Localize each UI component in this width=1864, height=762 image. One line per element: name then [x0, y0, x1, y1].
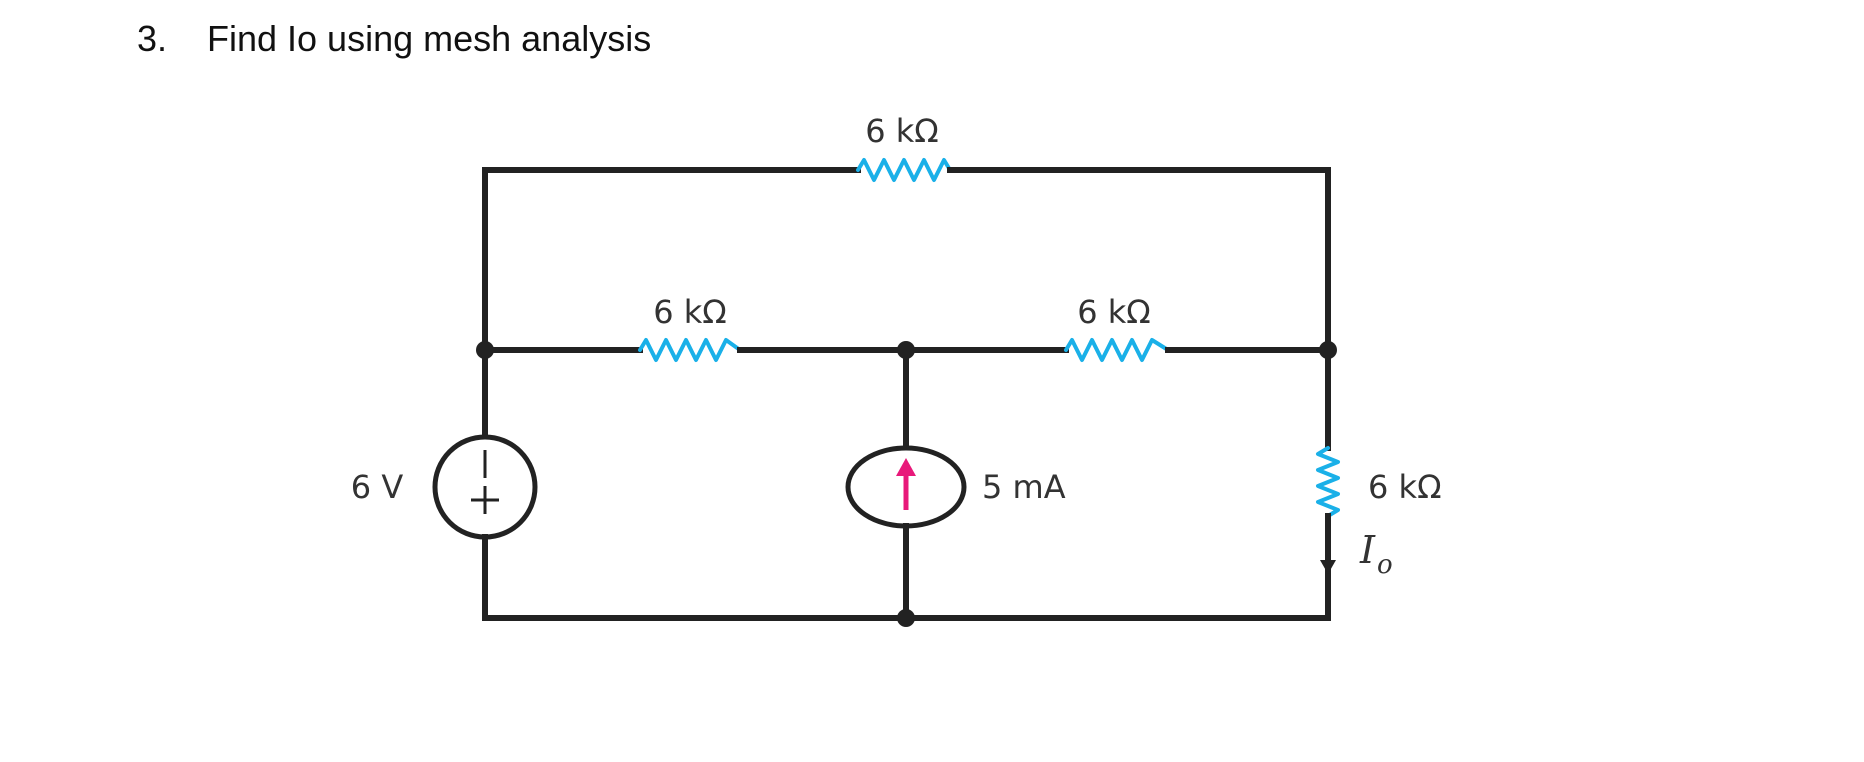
resistor-right — [1316, 446, 1340, 518]
label-resistor-mid-right: 6 kΩ — [1077, 293, 1151, 331]
label-current-source: 5 mA — [982, 468, 1066, 506]
question-title: 3. Find Io using mesh analysis — [137, 18, 651, 60]
current-source-arrow-head — [896, 458, 916, 476]
wire-top-right — [947, 167, 1331, 353]
label-io-sub: o — [1377, 550, 1393, 580]
resistor-mid-right — [1064, 338, 1170, 362]
node-left — [476, 341, 494, 359]
question-number: 3. — [137, 18, 168, 59]
label-resistor-right: 6 kΩ — [1368, 468, 1442, 506]
label-voltage-source: 6 V — [351, 468, 404, 506]
io-arrow-head — [1320, 560, 1336, 574]
node-center — [897, 341, 915, 359]
resistor-mid-left — [638, 338, 742, 362]
wire-top-left — [482, 167, 861, 403]
label-io: Io — [1359, 528, 1393, 580]
label-io-main: I — [1359, 528, 1376, 572]
node-bottom-center — [897, 609, 915, 627]
label-resistor-mid-left: 6 kΩ — [653, 293, 727, 331]
resistor-top — [856, 158, 952, 182]
question-text: Find Io using mesh analysis — [207, 18, 652, 59]
label-resistor-top: 6 kΩ — [865, 112, 939, 150]
node-right — [1319, 341, 1337, 359]
